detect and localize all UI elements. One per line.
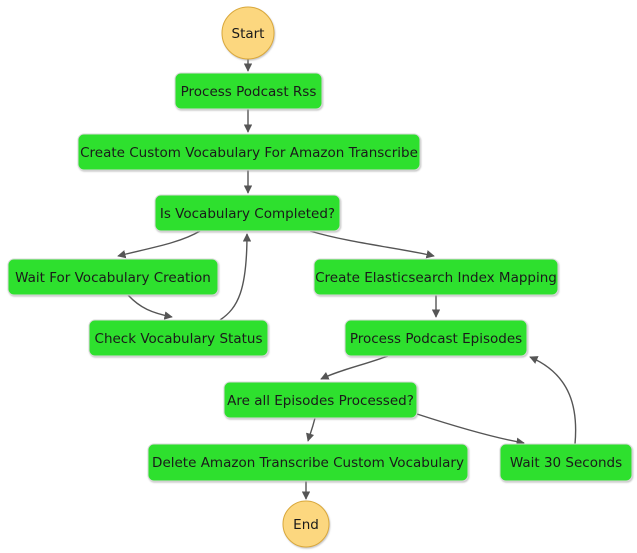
delete-amazon-transcribe-custom-vocabulary-box[interactable] <box>147 443 469 482</box>
node-check-vocabulary-status[interactable]: Check Vocabulary Status <box>88 319 269 357</box>
edge-all-processed-to-delete-vocab <box>306 417 316 442</box>
node-process-podcast-rss[interactable]: Process Podcast Rss <box>174 72 323 110</box>
node-start[interactable]: Start <box>221 6 275 60</box>
node-is-vocabulary-completed[interactable]: Is Vocabulary Completed? <box>154 194 341 232</box>
edge-wait-30-to-process-episodes <box>529 356 577 445</box>
check-vocabulary-status-box[interactable] <box>88 319 269 357</box>
node-create-custom-vocabulary[interactable]: Create Custom Vocabulary For Amazon Tran… <box>77 133 421 171</box>
edge-wait-vocab-to-check-vocab <box>127 294 173 320</box>
edge-is-vocab-done-to-create-index <box>309 230 435 259</box>
node-layer: Start Process Podcast Rss Create Custom … <box>7 6 633 548</box>
edge-check-vocab-to-is-vocab-done <box>219 233 252 321</box>
edge-is-vocab-done-to-wait-vocab <box>117 230 201 259</box>
start-circle[interactable] <box>221 6 275 60</box>
edge-layer <box>117 59 577 500</box>
node-end[interactable]: End <box>282 500 330 548</box>
wait-for-vocabulary-creation-box[interactable] <box>7 258 219 296</box>
edge-process-episodes-to-all-processed <box>320 355 389 380</box>
node-process-podcast-episodes[interactable]: Process Podcast Episodes <box>344 319 528 357</box>
node-create-elasticsearch-index-mapping[interactable]: Create Elasticsearch Index Mapping <box>313 258 559 296</box>
process-podcast-episodes-box[interactable] <box>344 319 528 357</box>
edge-all-processed-to-wait-30 <box>416 413 525 446</box>
is-vocabulary-completed-box[interactable] <box>154 194 341 232</box>
end-circle[interactable] <box>282 500 330 548</box>
node-wait-30-seconds[interactable]: Wait 30 Seconds <box>499 443 633 482</box>
node-wait-for-vocabulary-creation[interactable]: Wait For Vocabulary Creation <box>7 258 219 296</box>
wait-30-seconds-box[interactable] <box>499 443 633 482</box>
node-are-all-episodes-processed[interactable]: Are all Episodes Processed? <box>223 381 418 419</box>
create-elasticsearch-index-mapping-box[interactable] <box>313 258 559 296</box>
process-podcast-rss-box[interactable] <box>174 72 323 110</box>
are-all-episodes-processed-box[interactable] <box>223 381 418 419</box>
create-custom-vocabulary-box[interactable] <box>77 133 421 171</box>
node-delete-amazon-transcribe-custom-vocabulary[interactable]: Delete Amazon Transcribe Custom Vocabula… <box>147 443 469 482</box>
